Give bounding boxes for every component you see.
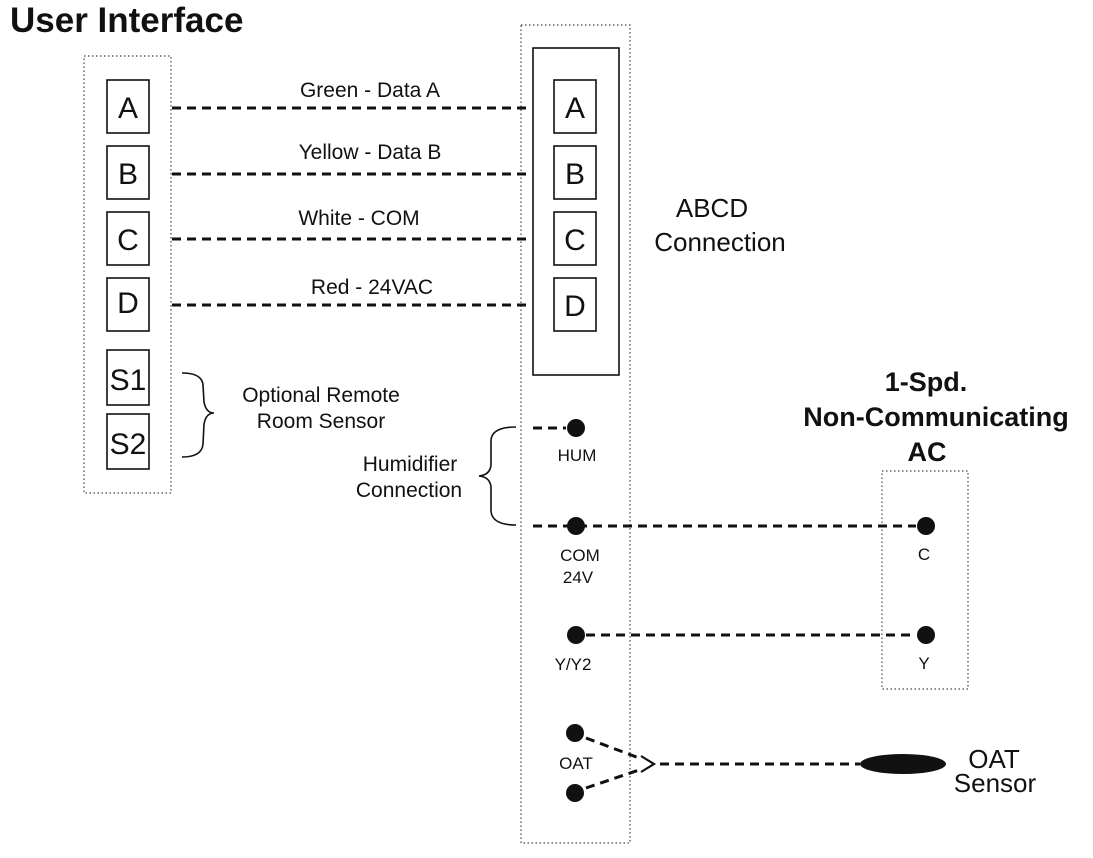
ac-pin-c-label: C	[918, 545, 930, 564]
hum-pin	[567, 419, 585, 437]
controller-terminal-a: A	[553, 79, 597, 134]
ac-title-line3: AC	[908, 437, 947, 467]
abcd-connection-label-line2: Connection	[654, 227, 786, 257]
y-pin-label: Y/Y2	[555, 655, 592, 674]
ui-terminal-b: B	[106, 145, 150, 200]
oat-pin-bottom	[566, 784, 584, 802]
svg-text:A: A	[118, 92, 138, 125]
svg-text:C: C	[117, 224, 139, 257]
remote-sensor-label-line2: Room Sensor	[257, 410, 385, 433]
svg-text:C: C	[564, 224, 586, 257]
controller-module	[520, 24, 631, 844]
ui-terminal-c: C	[106, 211, 150, 266]
oat-wire-lower	[585, 768, 640, 790]
oat-pin-top	[566, 724, 584, 742]
controller-terminal-b: B	[553, 145, 597, 200]
wire-label-white: White - COM	[298, 207, 419, 230]
wire-label-green: Green - Data A	[300, 79, 440, 102]
oat-sensor-label-line1: OAT	[968, 744, 1020, 774]
oat-pin-label: OAT	[559, 754, 593, 773]
ui-terminal-s2: S2	[106, 413, 150, 470]
ac-pin-c	[917, 517, 935, 535]
oat-wire-upper	[585, 736, 640, 760]
abcd-connection-label-line1: ABCD	[676, 193, 748, 223]
user-interface-module	[83, 55, 172, 494]
controller-terminal-d: D	[553, 277, 597, 332]
oat-sensor-label-line2: Sensor	[954, 768, 1037, 798]
oat-wire-junction	[640, 755, 657, 773]
ac-title-line1: 1-Spd.	[885, 367, 968, 397]
oat-sensor	[860, 754, 946, 774]
svg-text:S1: S1	[110, 364, 147, 397]
controller-terminal-c: C	[553, 211, 597, 266]
svg-text:D: D	[117, 287, 139, 320]
svg-text:D: D	[564, 290, 586, 323]
y-y2-pin	[567, 626, 585, 644]
ac-title-line2: Non-Communicating	[803, 402, 1068, 432]
svg-text:B: B	[565, 158, 585, 191]
svg-text:S2: S2	[110, 428, 147, 461]
ac-pin-y-label: Y	[918, 654, 929, 673]
wire-label-red: Red - 24VAC	[311, 276, 433, 299]
ui-terminal-d: D	[106, 277, 150, 332]
ac-pin-y	[917, 626, 935, 644]
sensor-brace	[181, 372, 215, 458]
ui-terminal-s1: S1	[106, 349, 150, 406]
hum-pin-label: HUM	[558, 446, 597, 465]
wire-label-yellow: Yellow - Data B	[299, 141, 442, 164]
humidifier-label-line2: Connection	[356, 479, 462, 502]
abcd-terminal-block	[532, 47, 620, 376]
svg-text:A: A	[565, 92, 585, 125]
page-title: User Interface	[10, 1, 243, 40]
com-pin-label-line2: 24V	[563, 568, 594, 587]
remote-sensor-label-line1: Optional Remote	[242, 384, 400, 407]
com-24v-pin	[567, 517, 585, 535]
com-pin-label-line1: COM	[560, 546, 600, 565]
humidifier-brace	[478, 426, 517, 526]
ui-terminal-a: A	[106, 79, 150, 134]
svg-text:B: B	[118, 158, 138, 191]
humidifier-label-line1: Humidifier	[363, 453, 458, 476]
